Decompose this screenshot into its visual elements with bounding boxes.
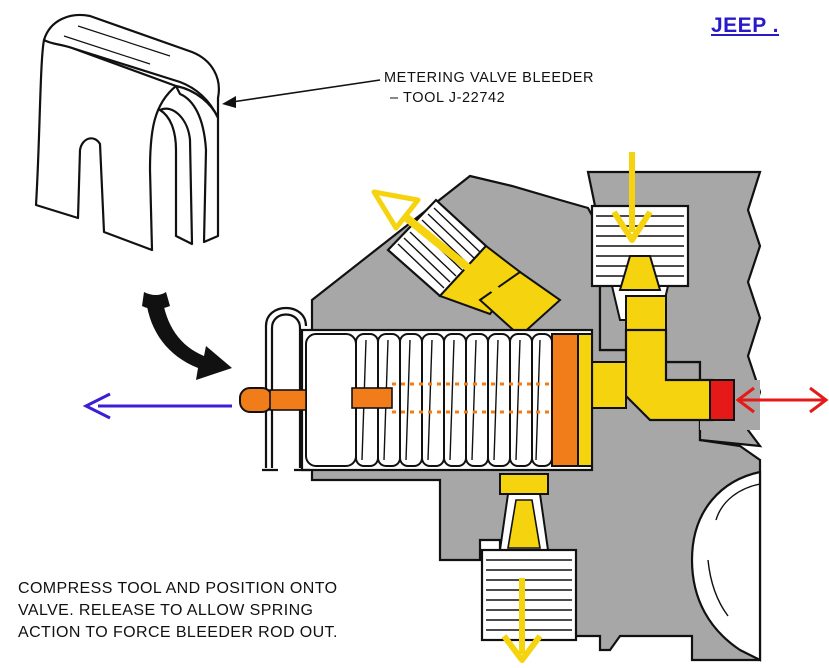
tool-label: METERING VALVE BLEEDER – TOOL J-22742 bbox=[384, 68, 594, 108]
tool-clip-side bbox=[262, 306, 310, 472]
instructions-line-1: COMPRESS TOOL AND POSITION ONTO bbox=[18, 580, 338, 597]
curved-arrow-icon bbox=[142, 292, 232, 380]
red-seal bbox=[709, 379, 735, 421]
brand-label: JEEP . bbox=[711, 14, 779, 37]
instructions-text: COMPRESS TOOL AND POSITION ONTO VALVE. R… bbox=[18, 578, 338, 644]
bleeder-tool bbox=[34, 13, 220, 252]
bottom-outlet-arrow bbox=[501, 578, 543, 663]
rod-out-arrow bbox=[82, 392, 232, 420]
port-double-arrow bbox=[735, 386, 829, 414]
fluid-passage bbox=[478, 270, 714, 422]
angled-outlet-arrow bbox=[371, 189, 501, 296]
spring-assembly bbox=[300, 328, 594, 472]
tool-label-line-1: METERING VALVE BLEEDER bbox=[384, 70, 595, 86]
tool-label-line-2: – TOOL J-22742 bbox=[390, 90, 506, 106]
bottom-port bbox=[480, 473, 578, 642]
bleeder-rod bbox=[239, 387, 307, 413]
tool-leader-line bbox=[222, 79, 381, 108]
top-inlet-arrow bbox=[611, 152, 653, 243]
top-port bbox=[590, 204, 690, 331]
instructions-line-2: VALVE. RELEASE TO ALLOW SPRING bbox=[18, 602, 314, 619]
instructions-line-3: ACTION TO FORCE BLEEDER ROD OUT. bbox=[18, 624, 338, 641]
